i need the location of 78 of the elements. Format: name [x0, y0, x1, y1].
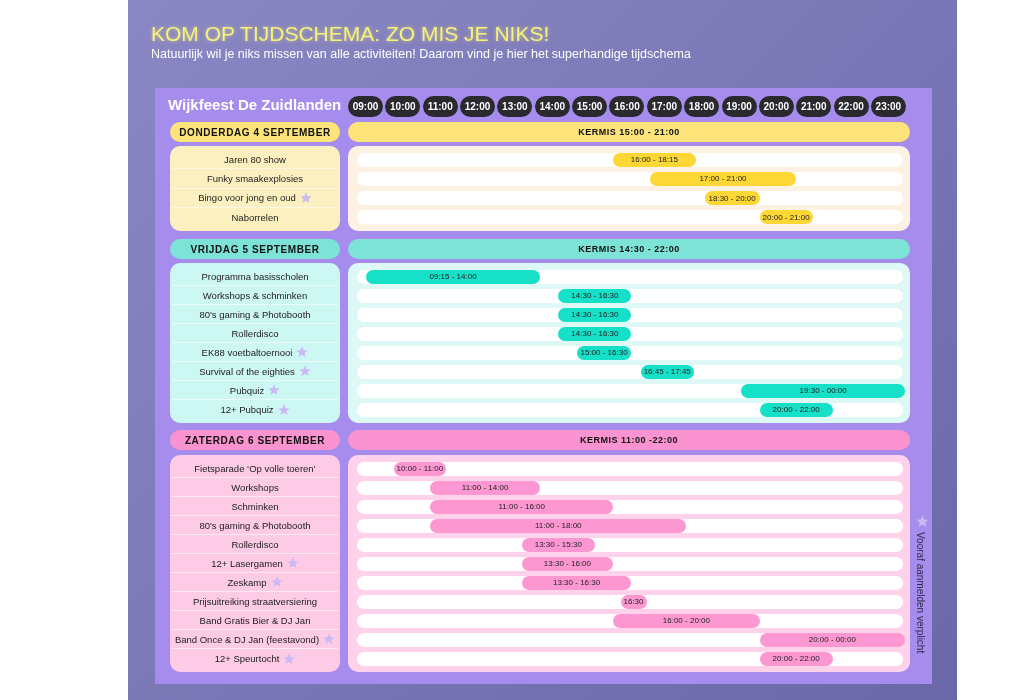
time-pill: 20:00	[758, 96, 794, 117]
fair-bar: KERMIS 15:00 - 21:00	[348, 122, 910, 142]
activity-name: Workshops & schminken	[202, 289, 308, 301]
time-pill: 21:00	[796, 96, 832, 117]
note: Vooraf aanmelden verplicht	[915, 532, 926, 654]
time-pill: 16:00	[609, 96, 645, 117]
activity-name: 80's gaming & Photobooth	[199, 519, 311, 531]
time-bar: 13:30 - 15:30	[521, 537, 595, 552]
time-bar: 20:00 - 22:00	[759, 402, 833, 417]
time-bar: 18:30 - 20:00	[704, 191, 760, 206]
time-bar: 17:00 - 21:00	[649, 171, 797, 186]
activity-name: 12+ Speurtocht	[214, 653, 280, 664]
time-bar: 20:00 - 21:00	[759, 210, 813, 225]
activity-name: Band Once & DJ Jan (feestavond)	[174, 633, 320, 645]
activity-name: Zeskamp	[227, 576, 267, 588]
panel-title: Wijkfeest De Zuidlanden	[168, 96, 342, 113]
time-pill: 15:00	[572, 96, 608, 117]
activity-name: Naborrelen	[231, 211, 279, 223]
activity-name: 80's gaming & Photobooth	[199, 308, 311, 320]
activity-name: 12+ Pubquiz	[220, 404, 274, 415]
time-bar: 16:45 - 17:45	[640, 364, 694, 379]
activity-name: Rollerdisco	[231, 538, 279, 550]
activity-name: Fietsparade ‘Op volle toeren’	[194, 462, 316, 474]
time-bar: 11:00 - 16:00	[430, 499, 614, 514]
time-bar: 16:30	[620, 594, 647, 609]
time-bar: 10:00 - 11:00	[393, 461, 447, 476]
timeline-panel	[348, 455, 910, 672]
activity-name: Bingo voor jong en oud	[198, 192, 296, 204]
activity-name: Prijsuitreiking straatversiering	[192, 595, 318, 607]
activity-name: Workshops	[231, 481, 279, 493]
day-header: DONDERDAG 4 SEPTEMBER	[170, 122, 340, 142]
time-pill: 13:00	[497, 96, 533, 117]
time-pill: 10:00	[385, 96, 421, 117]
time-bar: 14:30 - 16:30	[558, 326, 632, 341]
time-pill: 23:00	[870, 96, 906, 117]
time-bar: 19:30 - 00:00	[741, 383, 905, 398]
activity-name: Jaren 80 show	[224, 153, 286, 165]
activity-name: Funky smaakexplosies	[206, 172, 304, 184]
fair-bar: KERMIS 14:30 - 22:00	[348, 239, 910, 259]
time-bar: 09:15 - 14:00	[366, 269, 540, 284]
fair-bar: KERMIS 11:00 -22:00	[348, 430, 910, 450]
activity-name: Schminken	[231, 500, 279, 512]
title: KOM OP TIJDSCHEMA: ZO MIS JE NIKS!	[151, 22, 550, 46]
time-bar: 11:00 - 18:00	[430, 518, 687, 533]
time-bar: 11:00 - 14:00	[430, 480, 540, 495]
time-bar: 16:00 - 18:15	[613, 152, 696, 167]
activity-name: Rollerdisco	[231, 327, 279, 339]
time-bar: 13:30 - 16:00	[521, 556, 614, 571]
activity-name: Programma basisscholen	[201, 270, 309, 282]
activity-name: Pubquiz	[229, 384, 265, 396]
activity-panel	[170, 455, 340, 672]
time-pill: 14:00	[534, 96, 570, 117]
timeline-panel	[348, 263, 910, 423]
time-pill: 18:00	[684, 96, 720, 117]
time-pill: 17:00	[646, 96, 682, 117]
time-pill: 19:00	[721, 96, 757, 117]
time-bar: 15:00 - 16:30	[576, 345, 632, 360]
activity-name: Survival of the eighties	[199, 365, 295, 377]
day-header: ZATERDAG 6 SEPTEMBER	[170, 430, 340, 450]
time-bar: 16:00 - 20:00	[613, 613, 760, 628]
time-bar: 14:30 - 16:30	[558, 307, 632, 322]
time-bar: 20:00 - 22:00	[759, 651, 833, 666]
time-pill: 11:00	[422, 96, 458, 117]
subtitle: Natuurlijk wil je niks missen van alle activiteiten! Daarom vind je hier het superhandige tijdschema	[151, 47, 691, 61]
activity-name: EK88 voetbaltoernooi	[201, 346, 293, 358]
activity-name: Band Gratis Bier & DJ Jan	[199, 614, 311, 626]
time-bar: 14:30 - 16:30	[558, 288, 632, 303]
time-bar: 20:00 - 00:00	[759, 632, 905, 647]
timeline-panel	[348, 146, 910, 231]
day-header: VRIJDAG 5 SEPTEMBER	[170, 239, 340, 259]
activity-name: 12+ Lasergamen	[211, 557, 283, 569]
time-pill: 22:00	[833, 96, 869, 117]
time-pill: 12:00	[460, 96, 496, 117]
schedule-panel	[155, 88, 932, 684]
time-pill: 09:00	[348, 96, 383, 117]
activity-panel	[170, 146, 340, 231]
activity-panel	[170, 263, 340, 423]
time-bar: 13:30 - 16:30	[521, 575, 632, 590]
